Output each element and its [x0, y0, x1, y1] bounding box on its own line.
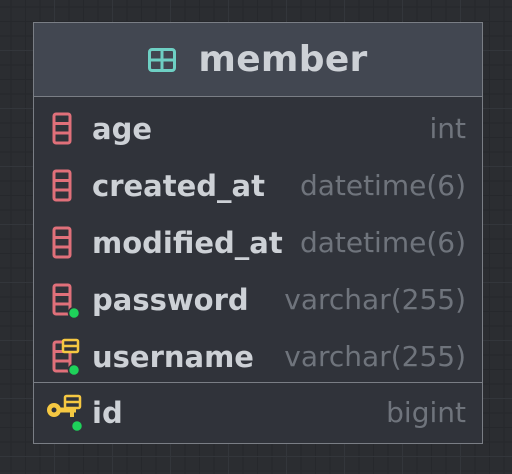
column-icon	[52, 169, 72, 201]
column-type: int	[429, 112, 466, 145]
table-name: member	[198, 39, 368, 80]
column-row-id[interactable]: id bigint	[34, 384, 482, 441]
column-type: bigint	[386, 396, 466, 429]
column-row-age[interactable]: age int	[34, 100, 482, 157]
column-type: varchar(255)	[284, 340, 466, 373]
primary-key-icon	[47, 394, 84, 432]
column-row-password[interactable]: password varchar(255)	[34, 271, 482, 328]
column-icon	[52, 112, 72, 144]
column-name: password	[92, 282, 249, 317]
column-name: modified_at	[92, 225, 283, 260]
table-icon	[148, 47, 177, 72]
column-icon	[52, 226, 72, 258]
column-type: varchar(255)	[284, 283, 466, 316]
table-header[interactable]: member	[34, 23, 482, 97]
table-card-member[interactable]: member age int created_at datetime(6)	[33, 22, 483, 444]
column-not-null-icon	[52, 283, 81, 319]
column-row-username[interactable]: username varchar(255)	[34, 328, 482, 385]
column-name: age	[92, 111, 152, 146]
column-name: id	[92, 395, 123, 430]
column-name: created_at	[92, 168, 265, 203]
column-type: datetime(6)	[299, 169, 466, 202]
column-name: username	[92, 339, 254, 374]
column-list: age int created_at datetime(6) modified_…	[34, 97, 482, 383]
column-type: datetime(6)	[299, 226, 466, 259]
column-unique-index-icon	[52, 338, 81, 376]
column-row-created-at[interactable]: created_at datetime(6)	[34, 157, 482, 214]
column-row-modified-at[interactable]: modified_at datetime(6)	[34, 214, 482, 271]
